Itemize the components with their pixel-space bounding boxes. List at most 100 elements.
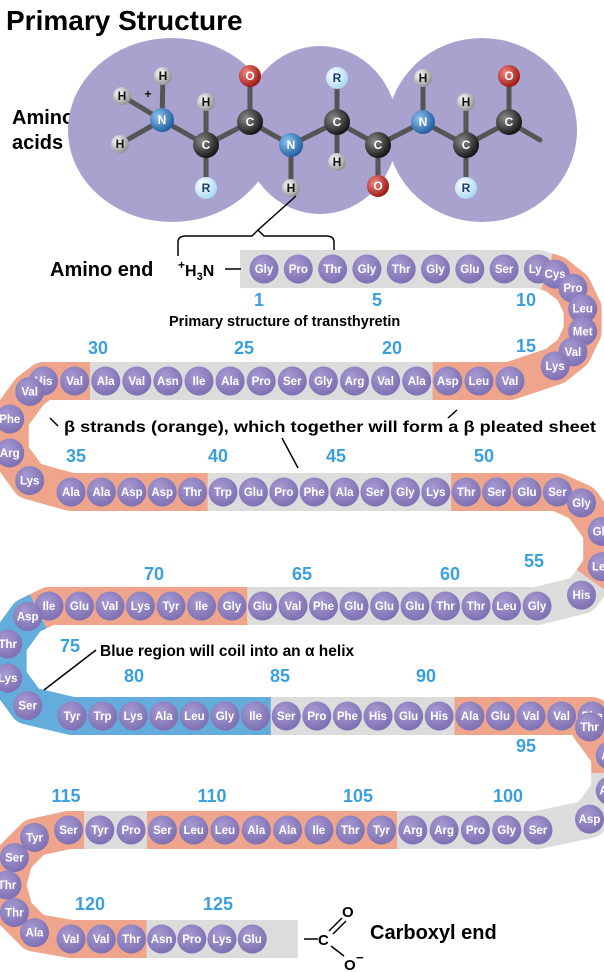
residue-3: Thr [318,254,348,284]
residue-79: Trp [88,701,118,731]
residue-circle [540,351,570,381]
residue-77: Ser [13,691,43,720]
residue-label: Asp [17,612,39,624]
atom-r-r1 [195,177,217,199]
residue-label: Glu [344,601,363,613]
amino-acids-label-line2: acids [12,132,63,154]
residue-label: Ala [155,711,174,723]
residue-label: Arg [403,825,423,837]
residue-label: Ala [247,825,266,837]
residue-circle [153,366,183,396]
residue-109: Ala [241,815,271,845]
atom-label-h1: H [118,89,127,103]
residue-18: Asp [433,366,463,396]
residue-label: Leu [572,304,592,316]
residue-label: Ala [336,487,355,499]
atom-label-n2: N [287,138,296,152]
residue-60: Thr [431,591,460,621]
residue-label: Val [377,376,394,388]
residue-circle [461,591,491,621]
residue-circle [86,477,116,507]
residue-label: Asp [437,376,459,388]
atom-h-h3 [111,135,129,153]
residue-circle [424,701,454,731]
residue-label: Val [66,376,83,388]
residue-52: Ser [542,477,572,507]
position-number-60: 60 [440,564,460,584]
residue-label: Gly [314,376,333,388]
residue-7: Glu [455,254,485,284]
residue-label: Val [553,711,570,723]
residue-label: Glu [460,264,479,276]
residue-101: Gly [492,815,522,845]
carboxyl-charge: − [356,950,364,965]
amino-group-n: N [203,263,215,280]
residue-88: His [363,701,393,731]
residue-circle [116,815,146,845]
residue-48: Lys [421,477,451,507]
residue-circle [390,477,420,507]
residue-5: Thr [386,254,416,284]
atom-label-ca3: C [462,138,471,152]
residue-circle [0,870,22,900]
residue-106: Thr [335,815,365,845]
residue-75: Thr [0,629,23,659]
residue-64: Phe [309,591,338,621]
amino-group-sub: 3 [197,271,203,283]
residue-30: Val [60,366,90,396]
residue-circle [394,701,424,731]
residue-label: Thr [392,264,411,276]
residue-circle [332,701,362,731]
residue-circle [122,366,152,396]
residue-label: Ile [193,376,206,388]
residue-label: Pro [274,487,293,499]
residue-label: Ser [18,701,37,713]
residue-circle [464,366,494,396]
residue-108: Ala [273,815,303,845]
residue-label: Glu [253,601,272,613]
residue-circle [246,366,276,396]
residue-89: Glu [394,701,424,731]
page-title: Primary Structure [6,5,243,36]
position-number-110: 110 [197,786,226,806]
residue-circle [330,477,360,507]
residue-24: Pro [246,366,276,396]
residue-circle [156,591,186,621]
residue-83: Gly [210,701,240,731]
residue-110: Leu [210,815,240,845]
atom-label-hn3: H [419,71,428,85]
residue-70: Lys [126,591,155,621]
residue-label: Arg [434,825,454,837]
residue-circle [400,591,430,621]
carboxyl-double-bond-b [332,920,347,935]
residue-label: Gly [572,498,591,510]
atom-label-o3: O [504,69,513,83]
residue-20: Val [371,366,401,396]
residue-circle [15,466,45,495]
residue-label: Pro [466,825,485,837]
residue-label: Ser [529,825,548,837]
residue-62: Glu [370,591,399,621]
residue-21: Arg [340,366,369,396]
residue-54: Glu [587,516,604,546]
residue-81: Ala [149,701,179,731]
amino-acid-1-bg [68,38,276,222]
residue-label: Glu [405,601,424,613]
residue-label: His [573,590,591,602]
amino-group-plus: + [178,258,185,272]
atom-label-ha3: H [462,95,471,109]
residue-label: Arg [345,376,365,388]
residue-circle [485,701,515,731]
residue-label: Leu [496,601,516,613]
residue-label: Asn [157,376,179,388]
atom-label-c1: C [246,115,255,129]
residue-label: Glu [70,601,89,613]
residue-circle [299,477,329,507]
position-number-100: 100 [493,786,523,806]
position-number-80: 80 [124,666,144,686]
position-number-5: 5 [372,290,382,310]
atom-label-n3: N [419,115,428,129]
atom-h-h1 [113,87,131,105]
residue-label: Met [573,326,593,338]
residue-label: Val [63,934,80,946]
